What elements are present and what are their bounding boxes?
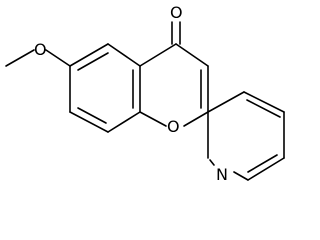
bond-c2-o1 [183,111,209,127]
bond-py-c6-n [233,171,249,181]
bond-py-c3-c4 [243,91,285,113]
bond-c8-c7 [69,111,109,133]
bond-c8-c7-inner [77,107,107,124]
ring-oxygen-label: O [167,117,180,136]
bond-py-c5-c6-inner [247,154,278,173]
bond-py-c5-c6 [247,157,285,181]
carbonyl-oxygen-label: O [170,3,183,22]
bond-py-c3-c4-inner [246,99,281,118]
bond-c4-c3 [175,43,209,67]
bond-c6-c5-inner [77,52,109,71]
pyridine-nitrogen-label: N [216,165,228,184]
bond-c4a-c4 [139,43,177,67]
bond-c8a-c8 [107,111,141,133]
bond-o1-c8a [139,111,167,127]
methoxy-oxygen-label: O [34,40,47,59]
chemical-structure: O O O N [5,3,285,184]
bond-c5-c4a [107,43,141,67]
bond-methyl-o [5,49,35,67]
bond-c2-pyridine [207,91,245,113]
bond-py-n-c2 [209,159,215,166]
bond-methoxy-o-ring [45,49,71,67]
bond-c6-c5 [69,43,109,67]
